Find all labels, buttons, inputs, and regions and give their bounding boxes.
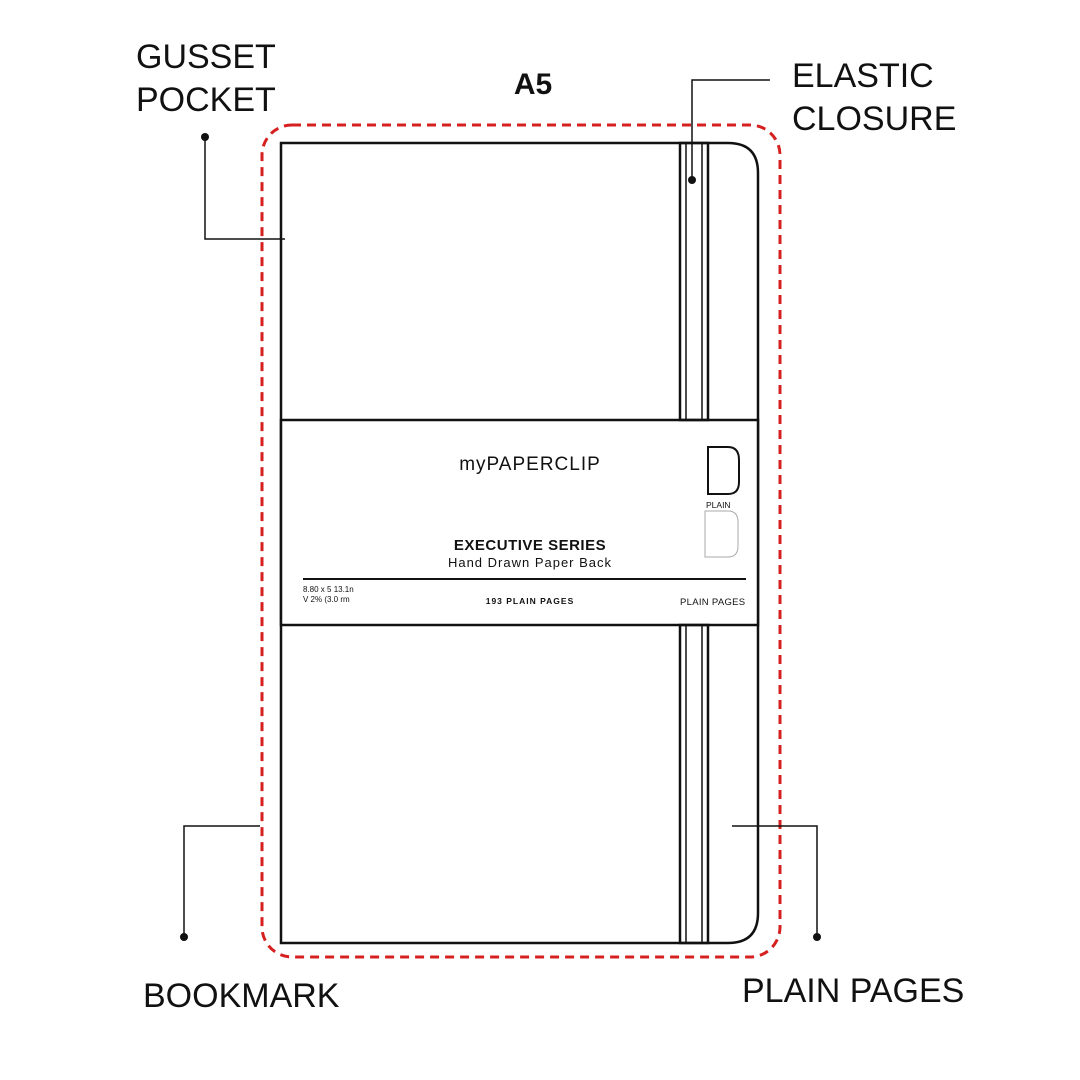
- page-count: 193 PLAIN PAGES: [485, 596, 575, 606]
- label-line: CLOSURE: [792, 100, 957, 138]
- brand-main: PAPERCLIP: [486, 454, 601, 475]
- a5-size-outline: [260, 123, 782, 959]
- plain-page-icon-faint: [704, 510, 739, 558]
- bookmark-label: BOOKMARK: [143, 977, 340, 1015]
- series-subtitle: Hand Drawn Paper Back: [447, 555, 613, 570]
- plain-pages-label: PLAIN PAGES: [742, 972, 965, 1010]
- spec-line-2: V 2% (3.0 rm: [303, 595, 350, 604]
- label-line: ELASTIC: [792, 57, 934, 95]
- spec-line-1: 8.80 x 5 13.1n: [303, 585, 354, 594]
- gusset-pocket-label: GUSSET POCKET: [136, 36, 276, 122]
- belly-band: [279, 418, 760, 627]
- size-title: A5: [513, 68, 553, 101]
- callout-lines: [183, 79, 818, 937]
- page-type: PLAIN PAGES: [680, 597, 746, 608]
- elastic-band: [678, 141, 710, 945]
- callout-dots: [180, 133, 821, 941]
- brand-logo: myPAPERCLIP: [380, 454, 680, 476]
- plain-page-icon: [707, 446, 740, 495]
- label-line: GUSSET: [136, 38, 276, 76]
- series-title: EXECUTIVE SERIES: [453, 537, 607, 554]
- brand-prefix: my: [459, 454, 487, 475]
- plain-icon-label: PLAIN: [706, 500, 731, 510]
- label-line: POCKET: [136, 81, 276, 119]
- elastic-closure-label: ELASTIC CLOSURE: [792, 55, 956, 141]
